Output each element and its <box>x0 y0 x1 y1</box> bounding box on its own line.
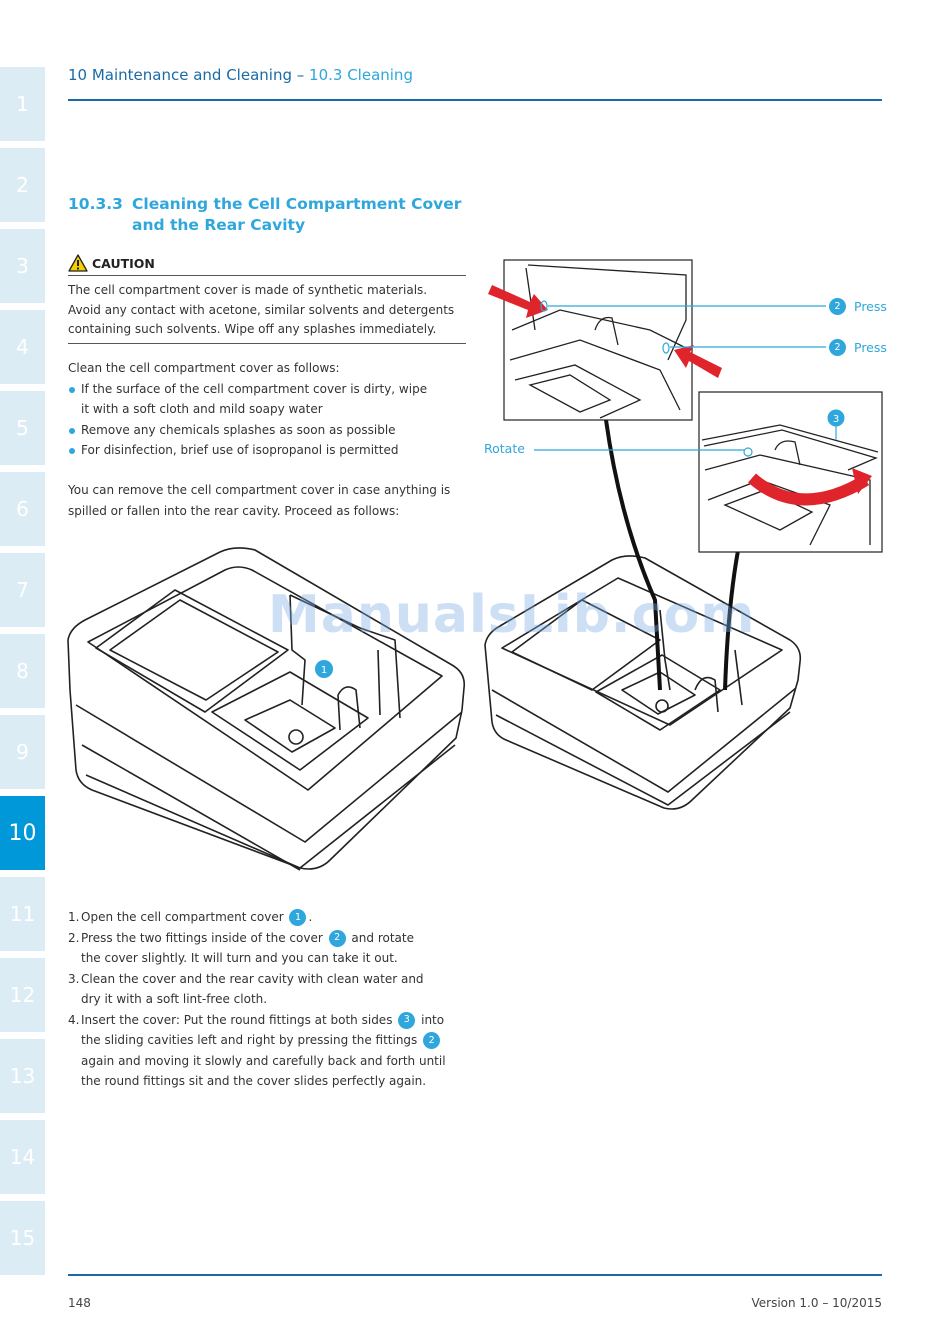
step-number: 4. <box>68 1012 80 1027</box>
rotate-arrow-icon <box>748 473 870 506</box>
section-title-line2: and the Rear Cavity <box>132 216 306 234</box>
step-4: 4. Insert the cover: Put the round fitti… <box>68 1010 468 1092</box>
chapter-tab-13[interactable]: 13 <box>0 1039 45 1113</box>
caution-line: Avoid any contact with acetone, similar … <box>68 302 455 317</box>
chapter-tab-9[interactable]: 9 <box>0 715 45 789</box>
inset-press-fittings <box>488 259 722 421</box>
chapter-tab-8[interactable]: 8 <box>0 634 45 708</box>
warning-triangle-icon <box>68 254 88 272</box>
red-arrow-icon <box>488 285 548 318</box>
figure-badge-1-circle <box>315 660 333 678</box>
caution-line: containing such solvents. Wipe off any s… <box>68 322 437 336</box>
header-chapter: 10 Maintenance and Cleaning <box>68 66 292 84</box>
caution-header: CAUTION <box>68 254 466 276</box>
callout-badge-2: 2 <box>829 298 846 315</box>
section-number: 10.3.3 <box>68 195 123 213</box>
caution-line: The cell compartment cover is made of sy… <box>68 283 428 297</box>
device-right-illustration <box>484 555 802 810</box>
caution-text: The cell compartment cover is made of sy… <box>68 276 466 344</box>
chapter-tab-6[interactable]: 6 <box>0 472 45 546</box>
callout-press-top: 2 Press <box>827 298 887 315</box>
callout-rotate-label: Rotate <box>484 441 525 456</box>
step-number: 2. <box>68 930 80 945</box>
footer-divider <box>68 1274 882 1276</box>
bullet-line: If the surface of the cell compartment c… <box>81 381 428 396</box>
bullet-list: If the surface of the cell compartment c… <box>68 379 468 461</box>
step-text: the round fittings sit and the cover sli… <box>81 1074 427 1088</box>
step-badge: 2 <box>328 929 346 947</box>
inset-pointer-line <box>723 539 742 691</box>
running-header: 10 Maintenance and Cleaning – 10.3 Clean… <box>68 66 413 84</box>
chapter-tab-5[interactable]: 5 <box>0 391 45 465</box>
inset-pointer-line <box>604 419 662 691</box>
page-number: 148 <box>68 1296 91 1310</box>
inset-rotate-cover <box>698 391 883 553</box>
step-badge: 1 <box>289 909 307 926</box>
bullet-line: Remove any chemicals splashes as soon as… <box>81 422 396 437</box>
step-text: again and moving it slowly and carefully… <box>81 1053 446 1068</box>
chapter-tab-4[interactable]: 4 <box>0 310 45 384</box>
chapter-tab-3[interactable]: 3 <box>0 229 45 303</box>
step-text: Press the two fittings inside of the cov… <box>81 930 323 945</box>
intro-text: Clean the cell compartment cover as foll… <box>68 361 340 375</box>
step-text: into <box>421 1012 445 1027</box>
bullet-line: it with a soft cloth and mild soapy wate… <box>81 402 323 416</box>
removal-line: You can remove the cell compartment cove… <box>68 483 451 497</box>
step-text: . <box>308 910 313 924</box>
step-text: and rotate <box>351 930 414 945</box>
step-2: 2. Press the two fittings inside of the … <box>68 928 468 969</box>
step-text: Insert the cover: Put the round fittings… <box>81 1012 393 1027</box>
bullet-item: Remove any chemicals splashes as soon as… <box>68 420 468 441</box>
step-text: Clean the cover and the rear cavity with… <box>81 971 424 986</box>
section-heading: 10.3.3 Cleaning the Cell Compartment Cove… <box>68 194 461 236</box>
caution-box: CAUTION The cell compartment cover is ma… <box>68 254 466 344</box>
callout-badge-2: 2 <box>829 339 846 356</box>
step-text: dry it with a soft lint-free cloth. <box>81 992 268 1006</box>
figure-badge-1: 1 <box>321 665 327 676</box>
figure-badge-3: 3 <box>833 414 839 425</box>
figure-badge-3-circle <box>827 409 845 427</box>
bullet-item: If the surface of the cell compartment c… <box>68 379 468 420</box>
header-section: 10.3 Cleaning <box>309 66 413 84</box>
step-text: the sliding cavities left and right by p… <box>81 1033 418 1047</box>
caution-title: CAUTION <box>92 255 155 271</box>
bullet-item: For disinfection, brief use of isopropan… <box>68 440 468 461</box>
cleaning-instructions: Clean the cell compartment cover as foll… <box>68 358 468 461</box>
step-text: the cover slightly. It will turn and you… <box>81 951 398 965</box>
chapter-tab-11[interactable]: 11 <box>0 877 45 951</box>
bullet-line: For disinfection, brief use of isopropan… <box>81 443 399 457</box>
chapter-tab-2[interactable]: 2 <box>0 148 45 222</box>
step-1: 1. Open the cell compartment cover 1. <box>68 907 468 928</box>
red-arrow-icon <box>674 345 722 378</box>
chapter-tab-15[interactable]: 15 <box>0 1201 45 1275</box>
chapter-tab-7[interactable]: 7 <box>0 553 45 627</box>
header-separator: – <box>291 66 310 84</box>
step-number: 3. <box>68 971 80 986</box>
device-left-illustration <box>67 547 466 871</box>
step-badge: 2 <box>423 1032 441 1049</box>
step-number: 1. <box>68 910 80 924</box>
callout-press-label: Press <box>854 299 887 314</box>
callout-press-bottom: 2 Press <box>827 339 887 356</box>
section-title-line1: Cleaning the Cell Compartment Cover <box>132 195 462 213</box>
step-text: Open the cell compartment cover <box>81 910 284 924</box>
chapter-tab-12[interactable]: 12 <box>0 958 45 1032</box>
version-label: Version 1.0 – 10/2015 <box>751 1296 882 1310</box>
removal-text: You can remove the cell compartment cove… <box>68 480 468 521</box>
callout-press-label: Press <box>854 340 887 355</box>
step-3: 3. Clean the cover and the rear cavity w… <box>68 969 468 1010</box>
removal-line: spilled or fallen into the rear cavity. … <box>68 503 400 518</box>
chapter-tab-1[interactable]: 1 <box>0 67 45 141</box>
procedure-steps: 1. Open the cell compartment cover 1. 2.… <box>68 907 468 1092</box>
chapter-tab-10-active[interactable]: 10 <box>0 796 45 870</box>
step-badge: 3 <box>398 1011 416 1029</box>
chapter-tab-14[interactable]: 14 <box>0 1120 45 1194</box>
header-divider <box>68 99 882 101</box>
watermark: ManualsLib.com <box>268 585 756 645</box>
